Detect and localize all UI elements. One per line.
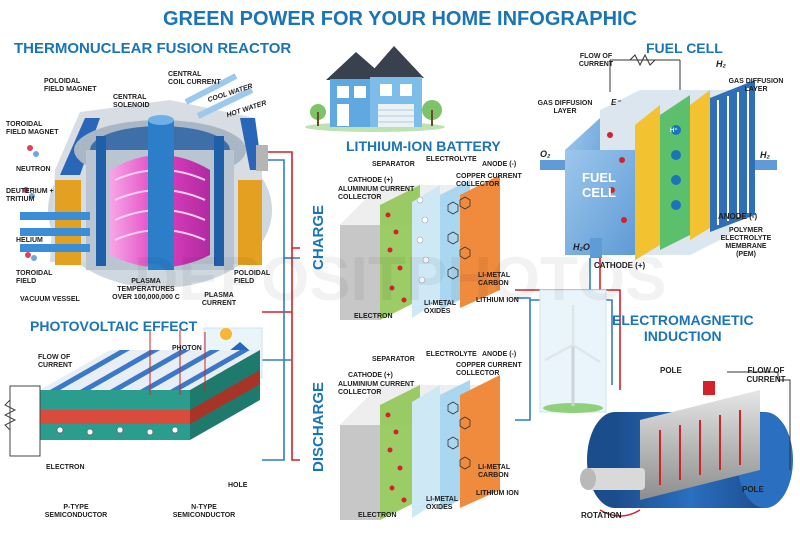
fuel-label-gas-diffusion-left: GAS DIFFUSION LAYER — [537, 100, 593, 115]
label-plasma-current: PLASMA CURRENT — [201, 292, 237, 307]
house-illustration — [305, 46, 445, 132]
charge-label-cathode: CATHODE (+) — [348, 177, 393, 184]
label-central-solenoid: CENTRAL SOLENOID — [113, 94, 150, 109]
pv-label-electron: ELECTRON — [46, 464, 85, 471]
battery-charge-illustration — [340, 175, 500, 320]
fuel-cell-illustration — [540, 53, 777, 260]
em-label-pole-top: POLE — [660, 366, 682, 375]
motor-illustration — [580, 371, 793, 517]
fuel-label-h2o: H₂O — [573, 242, 590, 252]
fusion-heading: THERMONUCLEAR FUSION REACTOR — [14, 40, 292, 57]
discharge-label-anode: ANODE (-) — [482, 351, 517, 358]
pv-label-hole: HOLE — [228, 482, 248, 489]
page-title: GREEN POWER FOR YOUR HOME INFOGRAPHIC — [162, 8, 638, 30]
label-poloidal-field-magnet: POLOIDAL FIELD MAGNET — [44, 78, 97, 93]
label-poloidal-field: POLOIDAL FIELD — [234, 270, 271, 285]
charge-label-anode: ANODE (-) — [482, 161, 517, 168]
battery-heading: LITHIUM-ION BATTERY — [346, 138, 501, 154]
charge-label-electrolyte: ELECTROLYTE — [426, 156, 477, 163]
discharge-label-aluminium: ALUMINIUM CURRENT COLLECTOR — [338, 381, 415, 396]
fuel-label-electron: e⁻ — [611, 98, 621, 107]
em-label-flow-of-current: FLOW OF CURRENT — [746, 366, 786, 384]
em-label-rotation: ROTATION — [581, 511, 622, 520]
charge-label-lithium-ion: LITHIUM ION — [476, 297, 519, 304]
em-label-pole-bottom: POLE — [742, 485, 764, 494]
label-toroidal-field: TOROIDAL FIELD — [16, 270, 53, 285]
pv-label-photon: PHOTON — [172, 345, 202, 352]
discharge-label-electron: ELECTRON — [358, 512, 397, 519]
fuel-cell-heading: FUEL CELL — [646, 40, 723, 56]
discharge-label-copper: COPPER CURRENT COLLECTOR — [456, 362, 522, 377]
label-deuterium-tritium: DEUTERIUM + TRITIUM — [6, 188, 54, 203]
discharge-label-electrolyte: ELECTROLYTE — [426, 351, 477, 358]
charge-label-copper: COPPER CURRENT COLLECTOR — [456, 173, 522, 188]
discharge-label-separator: SEPARATOR — [372, 356, 415, 363]
fuel-label-o2: O₂ — [540, 149, 551, 159]
pv-label-flow-of-current: FLOW OF CURRENT — [38, 354, 73, 369]
discharge-side-label: DISCHARGE — [310, 381, 327, 472]
fuel-label-pem: POLYMER ELECTROLYTE MEMBRANE (PEM) — [720, 227, 772, 258]
charge-label-electron: ELECTRON — [354, 313, 393, 320]
charge-label-li-metal-carbon: LI-METAL CARBON — [478, 272, 511, 287]
charge-side-label: CHARGE — [310, 204, 327, 270]
fuel-label-proton: H⁺ — [670, 128, 678, 134]
fuel-label-anode: ANODE (-) — [718, 212, 758, 221]
label-plasma-temperatures: PLASMA TEMPERATURES OVER 100,000,000 C — [112, 278, 180, 301]
label-helium: HELIUM — [16, 237, 43, 244]
fuel-label-cathode: CATHODE (+) — [594, 261, 646, 270]
fusion-reactor-illustration — [20, 73, 272, 288]
watermark: DEPOSITPHOTOS — [134, 245, 667, 314]
fuel-label-h2-top: H₂ — [716, 59, 726, 69]
label-toroidal-field-magnet: TOROIDAL FIELD MAGNET — [6, 121, 59, 136]
discharge-label-lithium-ion: LITHIUM ION — [476, 490, 519, 497]
charge-label-separator: SEPARATOR — [372, 161, 415, 168]
fuel-label-h2-right: H₂ — [760, 150, 770, 160]
battery-discharge-illustration — [340, 375, 500, 520]
charge-label-aluminium: ALUMINIUM CURRENT COLLECTOR — [338, 186, 415, 201]
fuel-label-flow-of-current: FLOW OF CURRENT — [578, 53, 614, 68]
fuel-label-fuel-cell-text: FUEL CELL — [582, 170, 616, 200]
discharge-label-li-metal-oxides: LI-METAL OXIDES — [426, 496, 459, 511]
discharge-label-cathode: CATHODE (+) — [348, 372, 393, 379]
discharge-label-li-metal-carbon: LI-METAL CARBON — [478, 464, 511, 479]
pv-label-n-type: N-TYPE SEMICONDUCTOR — [172, 504, 236, 519]
photovoltaic-heading: PHOTOVOLTAIC EFFECT — [30, 318, 198, 334]
label-central-coil-current: CENTRAL COIL CURRENT — [168, 71, 221, 86]
electromagnetic-heading: ELECTROMAGNETIC INDUCTION — [612, 312, 754, 344]
fuel-label-gas-diffusion-right: GAS DIFFUSION LAYER — [728, 78, 784, 93]
wind-turbine-illustration — [539, 289, 607, 413]
label-neutron: NEUTRON — [16, 166, 51, 173]
photovoltaic-illustration — [3, 327, 263, 457]
label-vacuum-vessel: VACUUM VESSEL — [20, 296, 80, 303]
charge-label-li-metal-oxides: LI-METAL OXIDES — [424, 300, 457, 315]
pv-label-p-type: P-TYPE SEMICONDUCTOR — [44, 504, 108, 519]
